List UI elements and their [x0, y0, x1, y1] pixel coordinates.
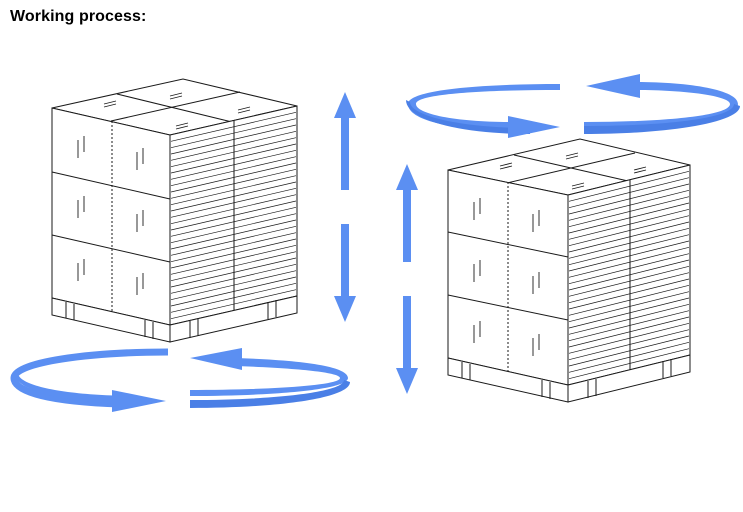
carton-stripe — [170, 111, 297, 142]
carton-stripe — [568, 272, 690, 304]
pallet-load-icon — [51, 78, 298, 343]
carton-stripe — [568, 322, 690, 354]
carton-stripe — [170, 175, 297, 206]
carton-stripe — [568, 183, 690, 215]
carton-stripe — [170, 156, 297, 187]
carton-stripe — [568, 177, 690, 209]
carton-stripe — [170, 200, 297, 231]
carton-stripe — [170, 289, 297, 320]
carton-marks — [473, 152, 647, 356]
carton-stripe — [568, 227, 690, 259]
carton-stripe — [170, 270, 297, 301]
carton-stripe — [568, 341, 690, 373]
carton-stripe — [568, 335, 690, 367]
carton-stripe — [568, 202, 690, 234]
carton-stripe — [170, 257, 297, 288]
carton-stripe — [568, 215, 690, 247]
carton-stripe — [568, 170, 690, 202]
carton-marks — [77, 92, 251, 295]
vertical-double-arrow-icon — [396, 164, 418, 394]
carton-stripe — [170, 168, 297, 199]
carton-stripes — [170, 111, 297, 320]
rotation-arrow-icon — [10, 348, 350, 412]
carton-stripe — [170, 232, 297, 263]
carton-stripe — [170, 213, 297, 244]
carton-stripe — [568, 259, 690, 291]
carton-stripe — [170, 187, 297, 218]
carton-stripe — [170, 124, 297, 155]
carton-stripe — [568, 291, 690, 323]
page-title: Working process: — [10, 8, 147, 25]
carton-stripe — [170, 181, 297, 212]
carton-stripe — [568, 240, 690, 272]
carton-stripe — [568, 253, 690, 285]
carton-stripe — [568, 234, 690, 266]
carton-stripe — [170, 137, 297, 168]
rotation-arrow-icon — [406, 74, 740, 138]
carton-stripe — [170, 276, 297, 307]
carton-stripe — [568, 316, 690, 348]
carton-stripe — [568, 310, 690, 342]
carton-stripes — [568, 170, 690, 380]
carton-stripe — [568, 284, 690, 316]
carton-stripe — [568, 303, 690, 335]
carton-stripe — [568, 196, 690, 228]
carton-stripe — [170, 162, 297, 193]
carton-stripe — [170, 251, 297, 282]
carton-stripe — [568, 348, 690, 380]
pallet-load-icon — [447, 138, 691, 403]
carton-stripe — [170, 219, 297, 250]
carton-stripe — [568, 208, 690, 240]
carton-stripe — [568, 297, 690, 329]
carton-stripe — [170, 149, 297, 180]
carton-stripe — [568, 189, 690, 221]
carton-stripe — [170, 225, 297, 256]
carton-stripe — [170, 206, 297, 237]
carton-stripe — [170, 194, 297, 225]
carton-stripe — [170, 118, 297, 149]
carton-stripe — [170, 238, 297, 269]
carton-stripe — [568, 265, 690, 297]
carton-stripe — [568, 329, 690, 361]
carton-stripe — [170, 244, 297, 275]
carton-stripe — [568, 246, 690, 278]
carton-stripe — [170, 263, 297, 294]
carton-stripe — [568, 278, 690, 310]
carton-stripe — [568, 221, 690, 253]
carton-stripe — [170, 143, 297, 174]
vertical-double-arrow-icon — [334, 92, 356, 322]
carton-stripe — [170, 130, 297, 161]
carton-stripe — [170, 282, 297, 313]
